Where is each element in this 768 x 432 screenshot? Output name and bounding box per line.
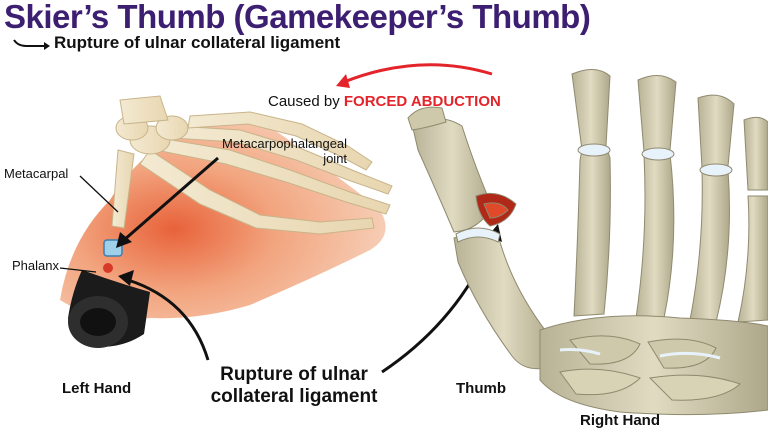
page-title: Skier’s Thumb (Gamekeeper’s Thumb)	[4, 0, 591, 35]
label-mcp-joint-line2: joint	[323, 151, 348, 166]
cause-prefix: Caused by	[268, 93, 340, 110]
left-hand-illustration	[60, 95, 393, 348]
label-phalanx: Phalanx	[12, 258, 59, 273]
mcp-joint-arrow-icon	[116, 156, 219, 248]
label-rupture-line1: Rupture of ulnar	[220, 364, 368, 385]
metacarpal-pointer	[79, 175, 119, 213]
label-rupture: Rupture of ulnar collateral ligament	[196, 364, 392, 408]
label-right-hand: Right Hand	[580, 412, 660, 429]
cause-arrow-icon	[336, 63, 493, 88]
label-thumb: Thumb	[456, 380, 506, 397]
label-mcp-joint: Metacarpophalangeal joint	[222, 136, 347, 166]
label-left-hand: Left Hand	[62, 380, 132, 397]
left-rupture-arrow-icon	[118, 270, 210, 361]
phalanx-pointer	[59, 267, 97, 273]
label-rupture-line2: collateral ligament	[210, 386, 378, 407]
subtitle: Rupture of ulnar collateral ligament	[10, 33, 340, 53]
cause-emphasis: FORCED ABDUCTION	[343, 93, 501, 110]
subtitle-arrow-icon	[13, 39, 50, 50]
label-mcp-joint-line1: Metacarpophalangeal	[222, 136, 348, 151]
label-metacarpal: Metacarpal	[4, 166, 69, 181]
right-hand-skeleton	[407, 69, 768, 416]
cause-caption: Caused by FORCED ABDUCTION	[268, 93, 501, 110]
subtitle-text: Rupture of ulnar collateral ligament	[54, 33, 341, 52]
